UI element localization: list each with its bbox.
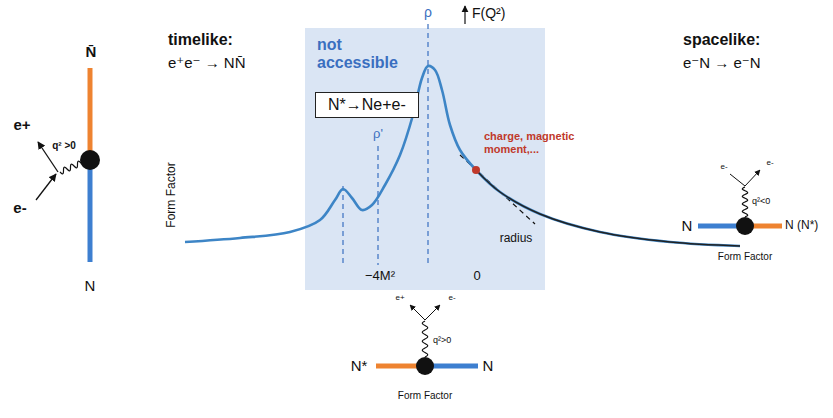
diagram-label: e- xyxy=(766,158,773,167)
diagram-label: F(Q²) xyxy=(472,5,505,21)
inaccessible-region: not accessibleN*→Ne+e- xyxy=(305,28,545,290)
diagram-label: radius xyxy=(500,232,533,246)
diagram-label: e⁺e⁻ → NN̄ xyxy=(168,54,246,71)
diagram-label: e- xyxy=(448,293,455,302)
feynman-spacelike xyxy=(698,170,782,235)
diagram-label: spacelike: xyxy=(683,31,760,49)
diagram-label: q² >0 xyxy=(52,140,76,152)
axis-arrow xyxy=(464,6,465,24)
diagram-label: −4M² xyxy=(365,269,395,284)
feynman-dalitz xyxy=(376,305,478,375)
diagram-label: e⁻N → e⁻N xyxy=(683,54,761,71)
diagram-label: e- xyxy=(13,199,26,216)
diagram-label: e- xyxy=(720,162,727,171)
spacelike-curve xyxy=(476,170,740,246)
diagram-label: q²>0 xyxy=(433,335,451,345)
value-dot xyxy=(472,166,480,174)
diagram-label: N xyxy=(85,277,96,294)
region-title: not accessible xyxy=(317,36,409,72)
diagram-label: e+ xyxy=(13,116,30,133)
box-text: N*→Ne+e- xyxy=(328,96,406,114)
diagram-label: ρ' xyxy=(373,127,383,142)
photon-line xyxy=(60,161,81,174)
diagram-label: q²<0 xyxy=(752,196,770,206)
diagram-label: N* xyxy=(351,357,368,374)
process-box: N*→Ne+e- xyxy=(315,92,419,118)
diagram-label: timelike: xyxy=(168,31,233,49)
photon-line xyxy=(742,187,747,217)
diagram-label: charge, magnetic moment,... xyxy=(484,130,602,155)
diagram-label: Form Factor xyxy=(398,390,452,402)
diagram-label: e+ xyxy=(395,293,404,302)
diagram-label: 0 xyxy=(473,269,480,284)
photon-line xyxy=(422,321,427,357)
region-fill xyxy=(305,28,545,290)
diagram-label: N̄ xyxy=(86,43,97,60)
feynman-timelike xyxy=(36,68,100,262)
diagram-label: N xyxy=(483,357,494,374)
form-factor-curve xyxy=(185,66,740,246)
diagram-label: N (N*) xyxy=(785,219,818,233)
diagram-label: ρ xyxy=(424,4,432,20)
diagram-label: Form Factor xyxy=(718,251,772,263)
diagram-label: N xyxy=(682,217,693,234)
diagram-label: Form Factor xyxy=(165,162,179,227)
